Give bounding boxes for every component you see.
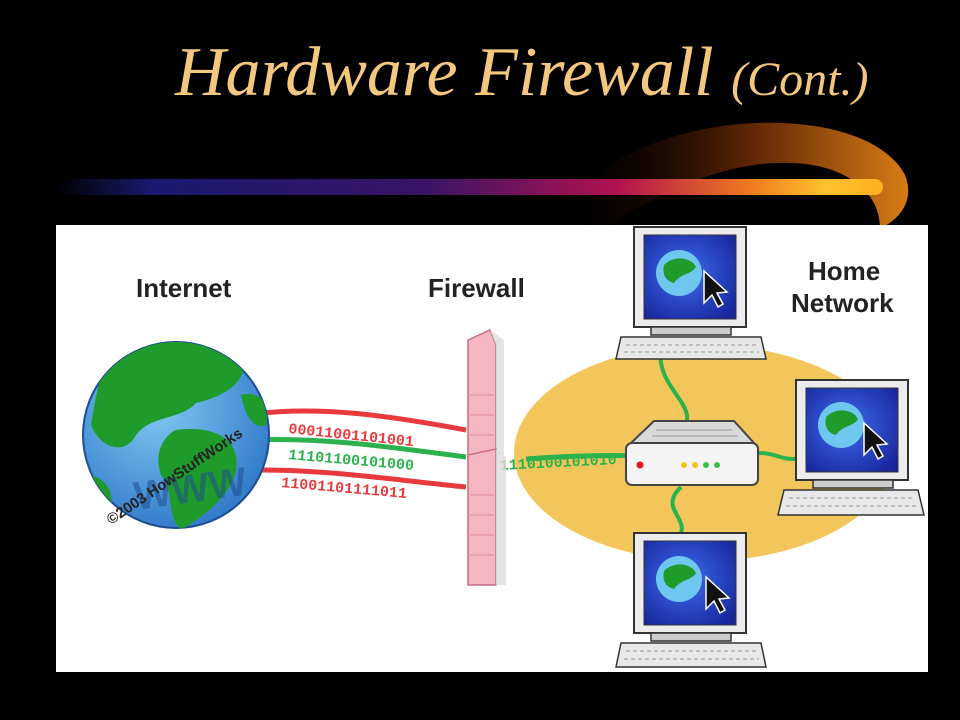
firewall-label: Firewall	[428, 273, 525, 303]
network-diagram: Internet Firewall Home Network 000110011…	[82, 226, 925, 668]
home-network-label-line2: Network	[791, 288, 894, 318]
red-bits-top: 00011001101001	[287, 421, 414, 451]
internet-label: Internet	[136, 273, 232, 303]
computer-top	[615, 226, 767, 360]
internet-globe: WWW	[82, 341, 270, 529]
title-sub: (Cont.)	[731, 53, 869, 106]
decorative-swoosh	[55, 122, 909, 228]
diagram-panel: Internet Firewall Home Network 000110011…	[56, 225, 928, 672]
firewall-wall	[467, 328, 506, 586]
computer-bottom	[615, 532, 767, 668]
title-main: Hardware Firewall	[175, 34, 714, 111]
router	[625, 420, 759, 486]
green-bits-out: 1110100101010	[499, 452, 617, 475]
home-network-label-line1: Home	[808, 256, 880, 286]
computer-right	[777, 379, 925, 516]
slide-title: Hardware Firewall (Cont.)	[175, 38, 868, 108]
